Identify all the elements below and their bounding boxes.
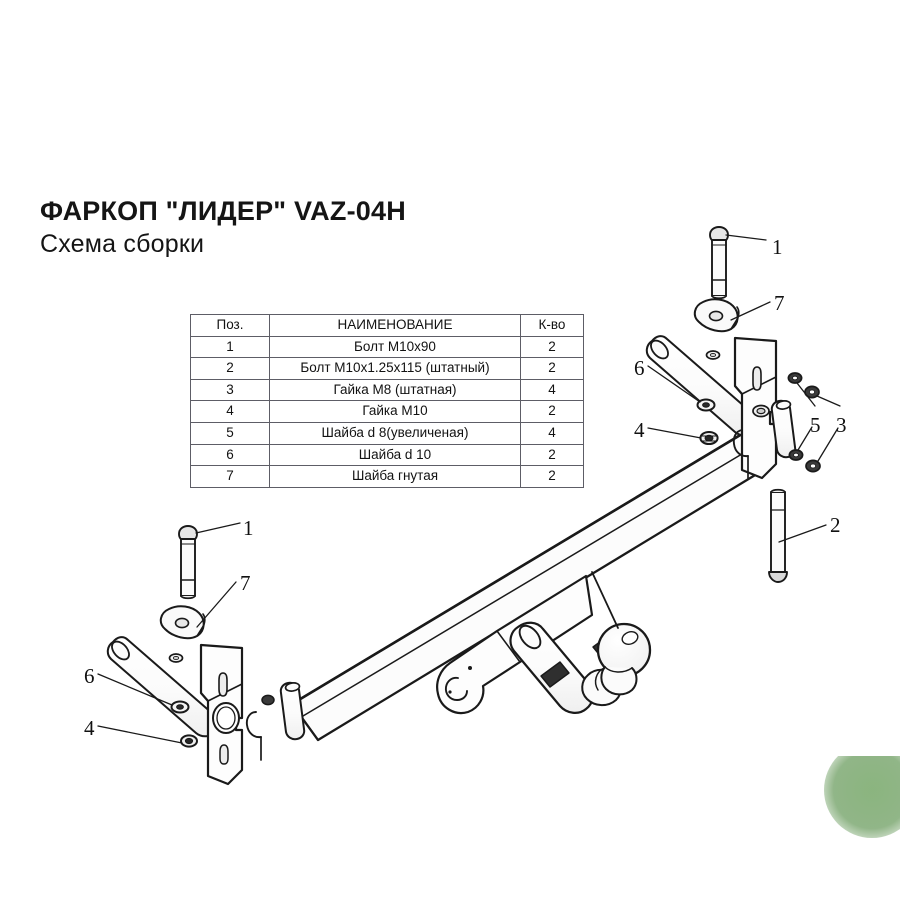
cell-name: Шайба d 8(увеличеная) [269, 421, 521, 445]
tow-ball [596, 622, 652, 696]
title-subtitle: Схема сборки [40, 229, 205, 258]
cell-quantity: 4 [520, 421, 584, 445]
nut-m8-3-upper-top [804, 385, 820, 399]
callout-leader-lines [97, 234, 841, 744]
bent-washer-7-lower [159, 605, 206, 640]
cell-name: Шайба d 10 [269, 443, 521, 467]
callout-4-upper: 4 [634, 418, 645, 442]
tow-ball-assembly [436, 571, 652, 715]
side-tube-lower [106, 636, 219, 738]
tube-collar-left [540, 661, 570, 688]
callout-1-upper: 1 [772, 235, 783, 259]
leader-ur-4 [647, 427, 702, 439]
title-primary: ФАРКОП "ЛИДЕР" VAZ-04H [40, 196, 406, 226]
cell-name: Гайка M8 (штатная) [269, 378, 521, 402]
leader-ur-7 [730, 301, 771, 321]
header-position: Поз. [190, 314, 270, 337]
parts-table: Поз. НАИМЕНОВАНИЕ К-во 1 Болт M10x90 2 2… [190, 314, 584, 488]
green-arc-watermark [800, 742, 900, 838]
cell-quantity: 2 [520, 465, 584, 488]
callout-1-lower: 1 [243, 516, 254, 540]
cell-quantity: 2 [520, 400, 584, 423]
washer-small-upper [705, 350, 721, 360]
assembly-upper-right [645, 226, 821, 583]
cell-name: Шайба гнутая [269, 465, 521, 488]
mounting-plate-lower [199, 643, 275, 786]
callout-6-lower: 6 [84, 664, 95, 688]
cell-position: 1 [190, 335, 270, 359]
table-row: 2 Болт M10x1.25x115 (штатный) 2 [190, 357, 584, 380]
callout-2: 2 [830, 513, 841, 537]
table-row: 6 Шайба d 10 2 [190, 443, 584, 467]
table-row: 7 Шайба гнутая 2 [190, 465, 584, 488]
nut-m10-4-lower [180, 734, 198, 748]
leader-ll-6 [97, 673, 173, 706]
parts-table-container: Поз. НАИМЕНОВАНИЕ К-во 1 Болт M10x90 2 2… [190, 314, 584, 488]
header-name: НАИМЕНОВАНИЕ [269, 314, 521, 337]
bolt-m10x115-2 [768, 488, 788, 583]
parts-table-body: 1 Болт M10x90 2 2 Болт M10x1.25x115 (шта… [190, 335, 584, 488]
bolt-m10x90-1-lower [178, 525, 198, 600]
sleeve-tube-lower [279, 681, 306, 741]
leader-ur-2 [778, 524, 827, 543]
washer-d8-5-upper-top [787, 372, 803, 384]
sleeve-tube-upper [770, 399, 797, 459]
bent-washer-7-upper [693, 298, 740, 333]
tube-collar-right [592, 632, 622, 659]
side-tube-upper [645, 335, 758, 437]
cell-quantity: 2 [520, 357, 584, 380]
cell-position: 4 [190, 400, 270, 423]
table-row: 1 Болт M10x90 2 [190, 335, 584, 359]
table-row: 3 Гайка M8 (штатная) 4 [190, 378, 584, 402]
table-row: 5 Шайба d 8(увеличеная) 4 [190, 421, 584, 445]
washer-d10-6-lower [170, 700, 190, 714]
cell-quantity: 4 [520, 378, 584, 402]
table-header-row: Поз. НАИМЕНОВАНИЕ К-во [190, 314, 584, 337]
cell-position: 7 [190, 465, 270, 488]
callout-6-upper: 6 [634, 356, 645, 380]
cell-position: 5 [190, 421, 270, 445]
hitch-tube [509, 621, 594, 714]
callout-5-upper: 5 [810, 413, 821, 437]
callout-4-lower: 4 [84, 716, 95, 740]
cell-quantity: 2 [520, 443, 584, 467]
cell-name: Гайка M10 [269, 400, 521, 423]
leader-ll-1 [195, 522, 241, 534]
cell-position: 3 [190, 378, 270, 402]
table-row: 4 Гайка M10 2 [190, 400, 584, 423]
assembly-lower-left [106, 525, 306, 786]
leader-ur-6 [647, 365, 701, 403]
cell-position: 2 [190, 357, 270, 380]
leader-ur-3 [816, 395, 841, 407]
cell-name: Болт M10x90 [269, 335, 521, 359]
leader-ll-7 [196, 581, 237, 628]
washer-d8-5-upper-bottom [788, 449, 804, 461]
nut-m10-4-upper [699, 431, 719, 445]
callout-3-upper: 3 [836, 413, 847, 437]
header-quantity: К-во [520, 314, 584, 337]
nut-m8-3-upper-bottom [805, 459, 821, 473]
cell-quantity: 2 [520, 335, 584, 359]
cell-position: 6 [190, 443, 270, 467]
mounting-plate-upper [732, 336, 778, 480]
page-title: ФАРКОП "ЛИДЕР" VAZ-04H Схема сборки [40, 196, 406, 259]
leader-ur-3b [817, 427, 839, 462]
leader-ll-4 [97, 725, 183, 744]
leader-ur-5 [796, 382, 816, 407]
tow-ball-neck [581, 667, 623, 707]
hook-plate [436, 574, 594, 715]
callout-7-upper: 7 [774, 291, 785, 315]
bolt-m10x90-1-upper [709, 226, 729, 300]
cell-name: Болт M10x1.25x115 (штатный) [269, 357, 521, 380]
washer-small-lower [168, 653, 184, 663]
washer-d10-6-upper [696, 398, 716, 412]
leader-ur-1 [725, 234, 767, 241]
callout-7-lower: 7 [240, 571, 251, 595]
